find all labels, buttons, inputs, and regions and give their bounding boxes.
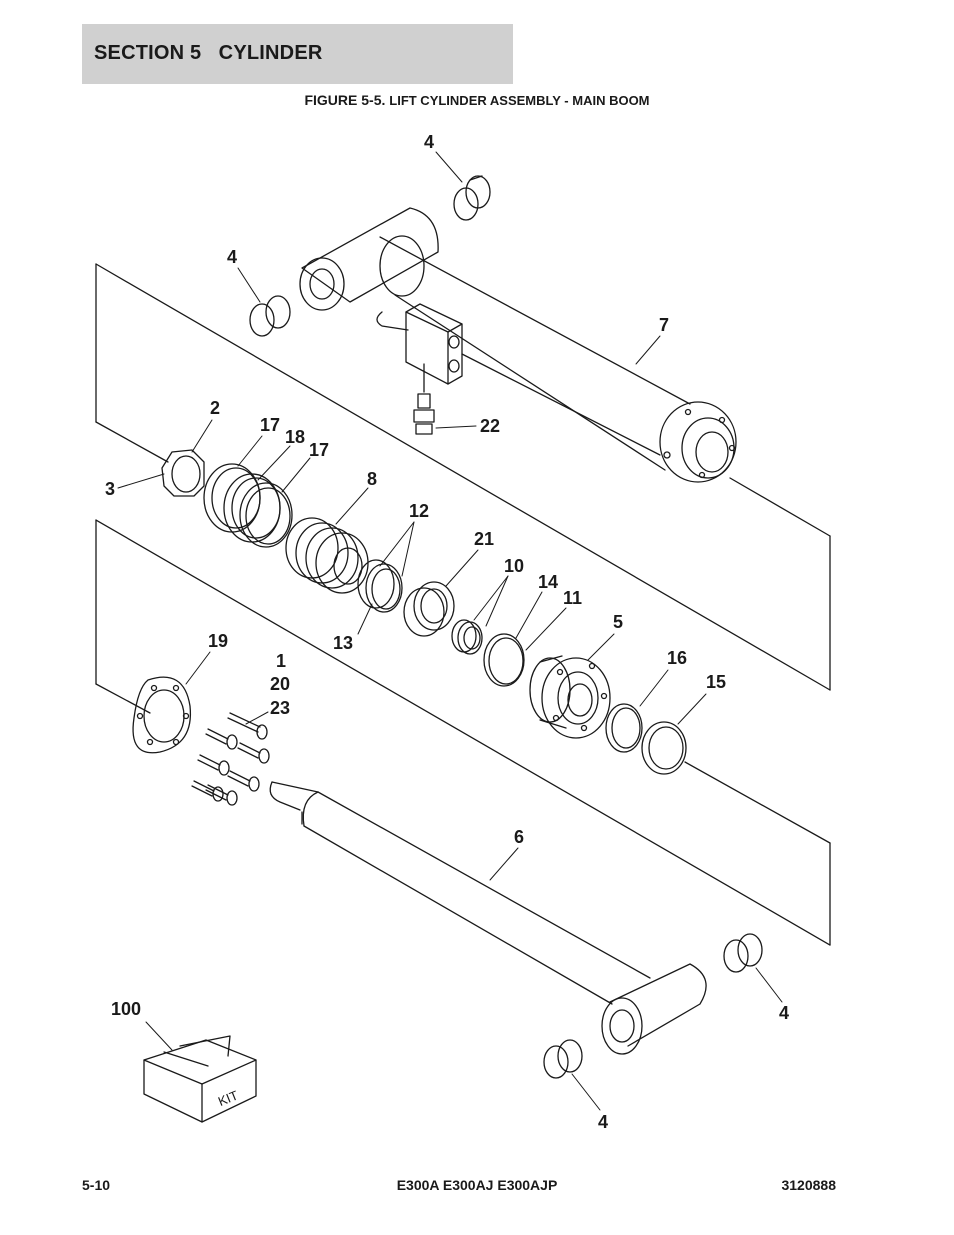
cylinder-barrel — [299, 207, 737, 483]
callout-15: 15 — [706, 672, 726, 692]
callout-3: 3 — [105, 479, 115, 499]
kit-label: KIT — [216, 1087, 240, 1109]
cylinder-head — [529, 655, 611, 739]
hydraulic-fitting — [413, 393, 435, 435]
callout-4-top: 4 — [424, 132, 434, 152]
callout-100: 100 — [111, 999, 141, 1019]
callout-23: 23 — [270, 698, 290, 718]
callout-10: 10 — [504, 556, 524, 576]
callout-13: 13 — [333, 633, 353, 653]
callout-5: 5 — [613, 612, 623, 632]
callout-8: 8 — [367, 469, 377, 489]
head-o-rings — [483, 633, 525, 687]
footer-page-number: 5-10 — [82, 1177, 111, 1193]
bushing-right — [723, 933, 763, 973]
figure-number: FIGURE 5-5. — [304, 92, 386, 108]
callout-6: 6 — [514, 827, 524, 847]
upper-plane-outline — [95, 263, 831, 691]
callout-16: 16 — [667, 648, 687, 668]
figure-caption: FIGURE 5-5. LIFT CYLINDER ASSEMBLY - MAI… — [0, 92, 954, 108]
footer-models: E300A E300AJ E300AJP — [396, 1177, 558, 1193]
callout-1: 1 — [276, 651, 286, 671]
callout-17-b: 17 — [309, 440, 329, 460]
valve-block — [405, 303, 463, 393]
callout-22: 22 — [480, 416, 500, 436]
piston — [285, 517, 369, 594]
callout-19: 19 — [208, 631, 228, 651]
callout-12: 12 — [409, 501, 429, 521]
bushing-bottom — [543, 1039, 583, 1079]
rod-wiper — [605, 703, 643, 753]
callout-7: 7 — [659, 315, 669, 335]
wear-rings — [357, 559, 403, 613]
callout-20: 20 — [270, 674, 290, 694]
footer-doc-number: 3120888 — [781, 1177, 836, 1193]
section-title: CYLINDER — [218, 42, 323, 64]
callout-4-left: 4 — [227, 247, 237, 267]
section-number: SECTION 5 — [94, 42, 202, 64]
seal-kit-box — [143, 1035, 257, 1123]
rod-seals — [451, 619, 483, 655]
piston-rod — [269, 781, 707, 1055]
callout-4-right: 4 — [779, 1003, 789, 1023]
callout-2: 2 — [210, 398, 220, 418]
cap-screws — [191, 712, 270, 806]
callout-17-a: 17 — [260, 415, 280, 435]
callout-14: 14 — [538, 572, 558, 592]
section-header: SECTION 5 CYLINDER — [82, 24, 513, 84]
bushing-left — [249, 295, 291, 337]
piston-seal-rings — [203, 463, 293, 548]
lock-nut — [161, 449, 205, 497]
lower-plane-outline — [95, 519, 831, 946]
callout-numbers: 4 4 7 22 2 3 17 18 17 8 12 13 21 10 14 1… — [105, 132, 789, 1132]
backup-ring — [641, 721, 687, 775]
bushing-top — [453, 175, 491, 221]
callout-21: 21 — [474, 529, 494, 549]
callout-18: 18 — [285, 427, 305, 447]
callout-4-bottom: 4 — [598, 1112, 608, 1132]
callout-11: 11 — [563, 588, 582, 608]
spacer — [403, 581, 455, 637]
flange-gasket — [132, 676, 192, 754]
callout-leaders — [117, 151, 783, 1111]
figure-title: LIFT CYLINDER ASSEMBLY - MAIN BOOM — [389, 93, 650, 108]
